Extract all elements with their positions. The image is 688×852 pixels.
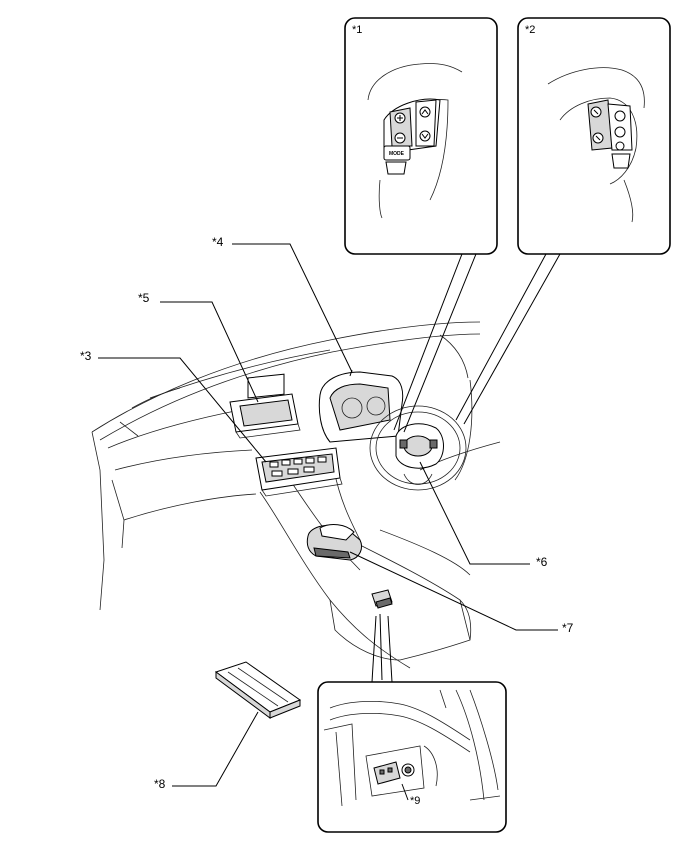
callout-7-label: *7 <box>562 621 574 635</box>
callout-7: *7 <box>349 551 574 635</box>
callout-5-label: *5 <box>138 291 150 305</box>
callout-8: *8 <box>154 711 259 791</box>
callout-6: *6 <box>419 461 548 569</box>
dashboard-outline <box>91 321 501 669</box>
callout-4-label: *4 <box>212 235 224 249</box>
inset-left-steering-switch: MODE *1 <box>344 17 498 255</box>
callout-3-label: *3 <box>80 349 92 363</box>
inset-right-steering-switch: *2 <box>517 17 671 255</box>
steering-wheel <box>369 405 467 491</box>
multi-display <box>229 373 301 439</box>
inset-9-label: *9 <box>410 795 420 807</box>
inset-leader-lines <box>393 253 561 433</box>
electronic-control-module <box>214 661 302 719</box>
inset-1-label: *1 <box>352 24 362 36</box>
center-panel <box>255 447 343 497</box>
inset-usb-port: *9 <box>317 615 507 833</box>
shift-lever-console <box>306 524 363 561</box>
callout-5: *5 <box>138 291 259 403</box>
usb-connector-small <box>371 589 393 681</box>
inset-2-label: *2 <box>525 24 535 36</box>
callout-3: *3 <box>80 349 267 463</box>
callout-8-label: *8 <box>154 777 166 791</box>
callout-6-label: *6 <box>536 555 548 569</box>
callout-4: *4 <box>212 235 353 373</box>
combination-meter <box>318 369 404 443</box>
mode-button-label: MODE <box>389 151 405 157</box>
